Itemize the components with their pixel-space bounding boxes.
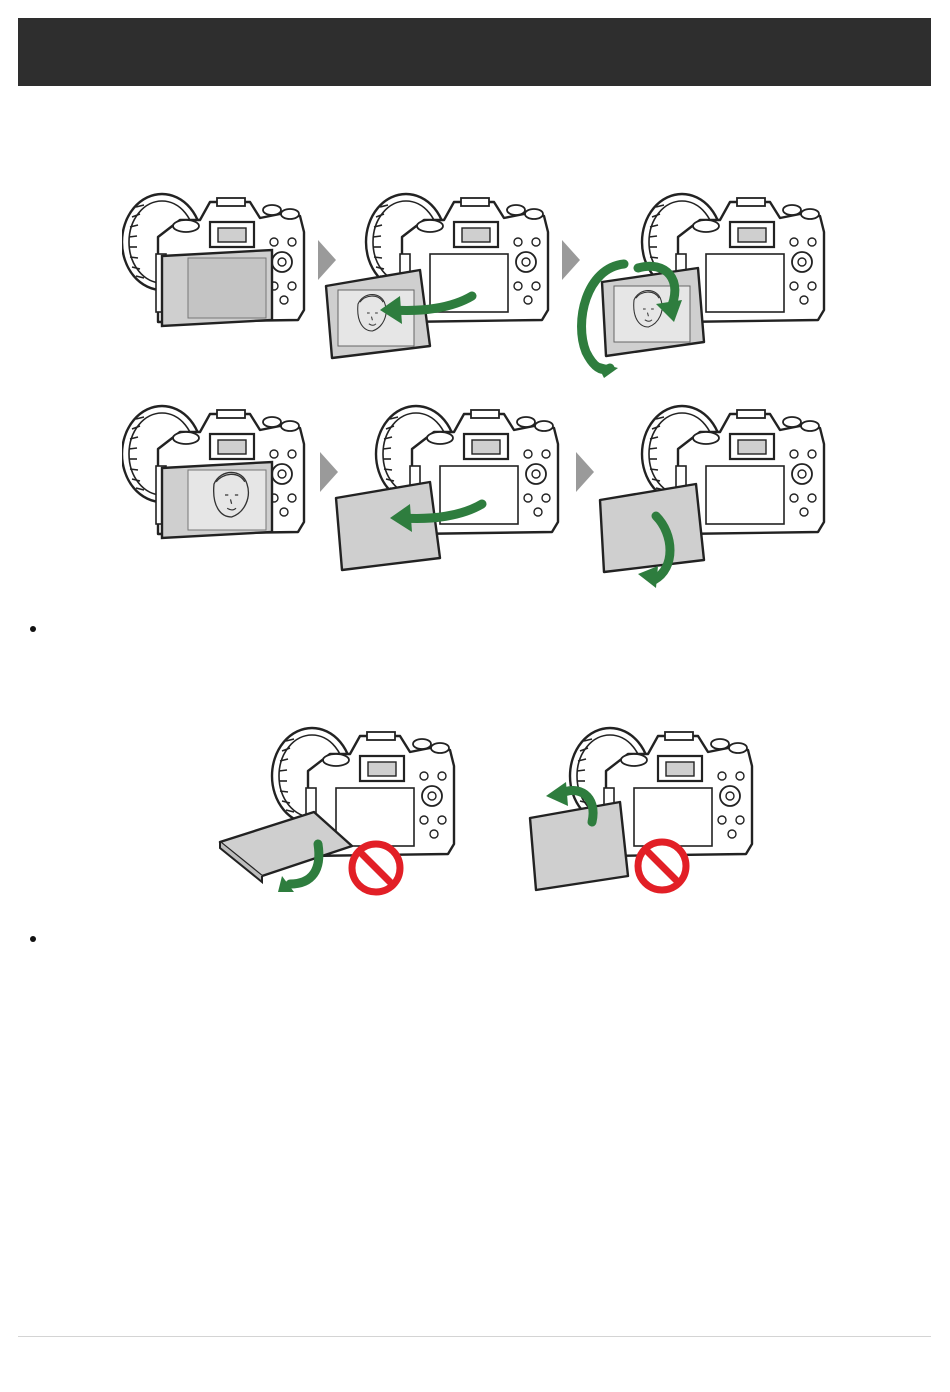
figure-monitor-swung-out [322, 192, 552, 362]
figure-monitor-rotated-forward [566, 192, 836, 378]
figure-monitor-stowed [122, 192, 312, 340]
figure-monitor-rotated-up [524, 724, 764, 900]
figure-monitor-tilted-down [218, 724, 468, 900]
bullet-point [30, 626, 36, 632]
page-header-bar [18, 18, 931, 86]
figure-monitor-rotated-back [598, 404, 838, 590]
figure-monitor-selfie [122, 404, 312, 552]
bullet-point [30, 936, 36, 942]
footer-divider [18, 1336, 931, 1337]
figure-monitor-swung-reverse [332, 404, 562, 574]
step-arrow-4 [576, 452, 596, 492]
